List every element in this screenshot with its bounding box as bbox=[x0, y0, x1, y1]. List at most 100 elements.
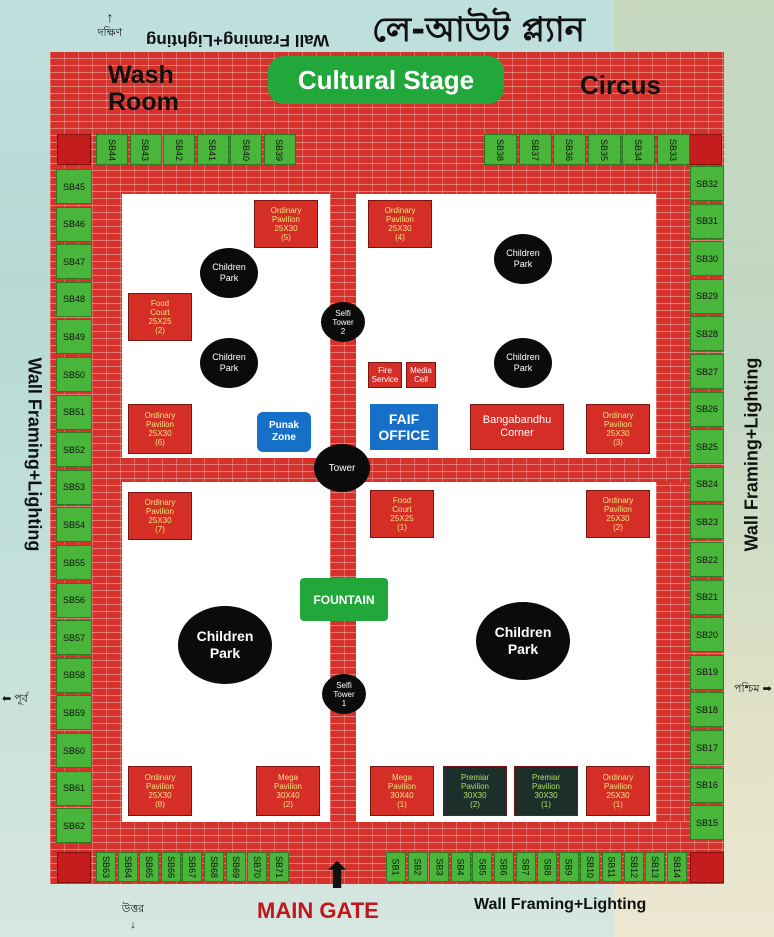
direction-west: পশ্চিম ➡ bbox=[734, 683, 772, 695]
stall-sb24: SB24 bbox=[690, 466, 724, 502]
stall-sb70: SB70 bbox=[247, 852, 268, 882]
stall-sb52: SB52 bbox=[56, 432, 92, 468]
inner-path-left bbox=[92, 164, 122, 852]
stall-sb29: SB29 bbox=[690, 278, 724, 314]
inner-path-bottom bbox=[92, 822, 686, 852]
stall-sb45: SB45 bbox=[56, 169, 92, 204]
main-gate-label: MAIN GATE bbox=[257, 898, 379, 923]
arrow-right-icon: ➡ bbox=[762, 683, 772, 695]
wall-label-bottom: Wall Framing+Lighting bbox=[474, 896, 647, 913]
stall-sb10: SB10 bbox=[580, 852, 601, 882]
stall-sb40: SB40 bbox=[230, 134, 262, 165]
stall-sb8: SB8 bbox=[537, 852, 558, 882]
stall-sb48: SB48 bbox=[56, 281, 92, 317]
stall-sb11: SB11 bbox=[602, 852, 622, 882]
stall-sb12: SB12 bbox=[623, 852, 644, 882]
stall-sb39: SB39 bbox=[263, 134, 296, 165]
stall-sb50: SB50 bbox=[56, 357, 92, 392]
stall-sb41: SB41 bbox=[196, 134, 229, 165]
central-path-vertical bbox=[330, 164, 356, 852]
stall-sb53: SB53 bbox=[56, 469, 92, 505]
stall-sb47: SB47 bbox=[56, 244, 92, 280]
stall-sb16: SB16 bbox=[690, 767, 724, 803]
stall-sb20: SB20 bbox=[690, 617, 724, 653]
main-gate-arrow-icon: ⬆ bbox=[322, 855, 353, 896]
stall-sb65: SB65 bbox=[139, 852, 160, 882]
stall-sb7: SB7 bbox=[515, 852, 536, 882]
stall-sb69: SB69 bbox=[225, 852, 246, 882]
corner-block bbox=[57, 852, 91, 883]
wall-label-top: Wall Framing+Lighting bbox=[146, 31, 330, 50]
page-title: লে-আউট প্ল্যান bbox=[372, 10, 585, 50]
wash-room-label: Wash Room bbox=[108, 61, 179, 116]
stall-sb25: SB25 bbox=[690, 429, 724, 465]
stall-sb68: SB68 bbox=[204, 852, 224, 882]
stall-sb33: SB33 bbox=[656, 134, 690, 165]
stall-sb67: SB67 bbox=[182, 852, 203, 882]
stall-sb6: SB6 bbox=[494, 852, 514, 882]
stall-sb31: SB31 bbox=[690, 203, 724, 239]
stall-sb62: SB62 bbox=[56, 808, 92, 844]
corner-block bbox=[688, 134, 722, 165]
arrow-down-icon: ↓ bbox=[130, 919, 136, 931]
stall-sb59: SB59 bbox=[56, 695, 92, 731]
central-path-horizontal bbox=[92, 458, 686, 482]
stall-sb1: SB1 bbox=[386, 852, 406, 882]
stall-sb17: SB17 bbox=[690, 730, 724, 765]
stall-sb44: SB44 bbox=[96, 134, 128, 165]
stall-sb58: SB58 bbox=[56, 657, 92, 693]
stall-sb30: SB30 bbox=[690, 241, 724, 277]
stall-sb14: SB14 bbox=[666, 852, 687, 882]
fountain: FOUNTAIN bbox=[300, 578, 388, 621]
stall-sb3: SB3 bbox=[429, 852, 450, 882]
cultural-stage: Cultural Stage bbox=[268, 56, 504, 104]
arrow-up-icon: ↑ bbox=[106, 9, 114, 25]
stall-sb26: SB26 bbox=[690, 391, 724, 427]
stall-sb27: SB27 bbox=[690, 354, 724, 389]
wall-label-left: Wall Framing+Lighting bbox=[24, 357, 45, 552]
stall-sb56: SB56 bbox=[56, 582, 92, 618]
stall-sb51: SB51 bbox=[56, 394, 92, 430]
arrow-left-icon: ⬅ bbox=[2, 693, 12, 705]
tower: Tower bbox=[314, 444, 370, 492]
corner-block bbox=[690, 852, 724, 883]
stall-sb49: SB49 bbox=[56, 319, 92, 355]
stall-sb38: SB38 bbox=[484, 134, 517, 165]
stall-sb60: SB60 bbox=[56, 733, 92, 768]
stall-sb35: SB35 bbox=[587, 134, 621, 165]
wall-label-right: Wall Framing+Lighting bbox=[741, 357, 762, 552]
stall-sb71: SB71 bbox=[268, 852, 289, 882]
inner-path-right bbox=[656, 164, 686, 852]
stall-sb18: SB18 bbox=[690, 692, 724, 728]
stall-sb66: SB66 bbox=[160, 852, 181, 882]
direction-north: উত্তর↓ bbox=[121, 903, 145, 931]
stall-sb21: SB21 bbox=[690, 579, 724, 615]
inner-path-top bbox=[92, 164, 686, 194]
stall-sb22: SB22 bbox=[690, 542, 724, 577]
